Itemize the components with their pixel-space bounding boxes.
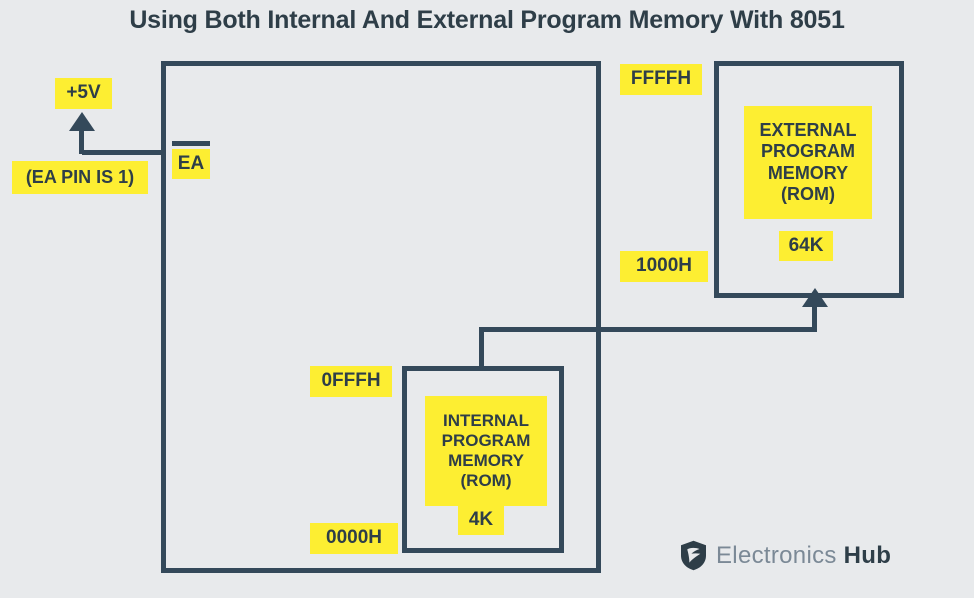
page-title: Using Both Internal And External Program… bbox=[129, 6, 845, 34]
electronics-hub-logo: Electronics Hub bbox=[680, 540, 891, 571]
label-address-ffffh: FFFFH bbox=[620, 64, 702, 95]
label-ea-pin: EA bbox=[172, 149, 210, 179]
rom-link-wire-vertical-left bbox=[479, 327, 484, 369]
rom-link-wire-horizontal bbox=[479, 327, 817, 332]
label-external-rom-size: 64K bbox=[779, 231, 833, 261]
logo-text-light: Electronics bbox=[716, 541, 837, 569]
logo-text: Electronics Hub bbox=[716, 542, 891, 570]
ea-overline-bar bbox=[172, 141, 210, 146]
label-ea-pin-note: (EA PIN IS 1) bbox=[12, 161, 148, 194]
label-address-0000h: 0000H bbox=[310, 523, 398, 554]
ea-wire-vertical bbox=[79, 128, 84, 154]
shield-icon bbox=[680, 540, 707, 571]
microcontroller-8051-box bbox=[161, 61, 601, 573]
label-internal-program-memory: INTERNAL PROGRAM MEMORY (ROM) bbox=[425, 396, 547, 506]
label-internal-rom-size: 4K bbox=[458, 506, 504, 535]
label-address-1000h: 1000H bbox=[620, 251, 708, 282]
rom-link-arrow-icon bbox=[802, 288, 828, 307]
label-address-0fffh: 0FFFH bbox=[310, 366, 392, 397]
label-supply-voltage: +5V bbox=[55, 78, 112, 109]
logo-text-bold: Hub bbox=[843, 541, 892, 569]
ea-supply-arrow-icon bbox=[69, 112, 95, 131]
ea-wire-horizontal bbox=[82, 150, 164, 155]
rom-link-wire-vertical-right bbox=[812, 305, 817, 329]
label-external-program-memory: EXTERNAL PROGRAM MEMORY (ROM) bbox=[744, 106, 872, 219]
